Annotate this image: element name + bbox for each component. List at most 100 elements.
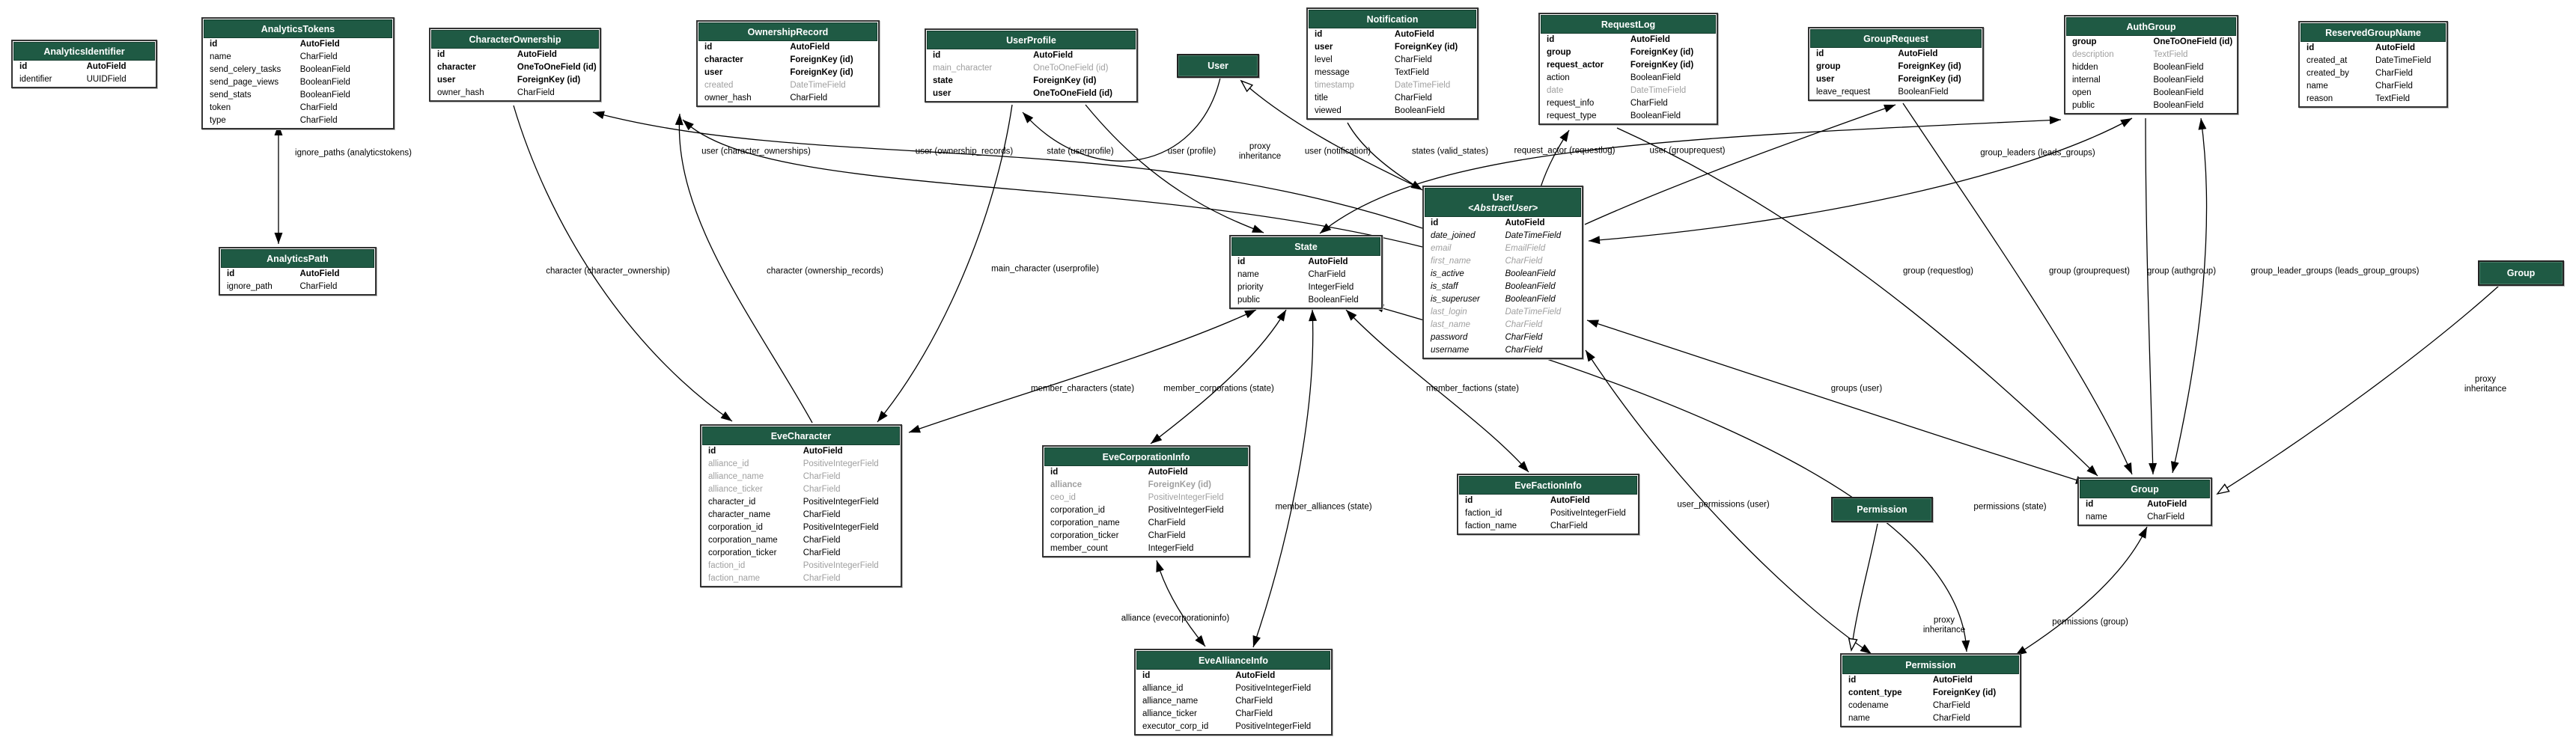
filled-arrowhead: [1961, 640, 1970, 652]
entity-title-text: Notification: [1366, 14, 1419, 25]
field-name: id: [1315, 30, 1323, 39]
field-type: AutoField: [86, 62, 127, 71]
field-type: CharField: [1235, 709, 1273, 718]
proxy-node-title: User: [1208, 61, 1228, 71]
field-type: BooleanField: [1630, 73, 1681, 82]
field-name: id: [1050, 468, 1059, 477]
field-type: AutoField: [1033, 51, 1074, 60]
edge-label-request-actor-requestlog: request_actor (requestlog): [1514, 146, 1616, 156]
field-type: DateTimeField: [790, 81, 846, 90]
field-name: reason: [2306, 94, 2333, 103]
filled-arrowhead: [1252, 224, 1264, 233]
field-name: name: [1848, 714, 1870, 723]
entity-title: Permission: [1842, 655, 2019, 674]
field-name: is_staff: [1431, 282, 1458, 291]
field-name: date_joined: [1431, 231, 1476, 240]
entity-title: AnalyticsPath: [221, 249, 374, 268]
edge-group-requestlog: [1616, 127, 2098, 477]
field-name: email: [1431, 244, 1452, 253]
field-type: AutoField: [1898, 49, 1938, 58]
filled-arrowhead: [675, 114, 683, 126]
field-type: CharField: [803, 472, 841, 481]
field-name: faction_name: [1465, 522, 1517, 531]
field-name: viewed: [1315, 106, 1342, 115]
field-type: AutoField: [1505, 218, 1545, 227]
field-type: CharField: [1148, 519, 1186, 528]
entity-title-text: CharacterOwnership: [469, 34, 561, 45]
entity-subtitle-text: <AbstractUser>: [1467, 203, 1538, 213]
field-name: alliance_ticker: [708, 485, 763, 494]
field-type: PositiveIntegerField: [803, 498, 879, 507]
edge-label-group-authgroup: group (authgroup): [2146, 266, 2217, 276]
field-type: AutoField: [1932, 676, 1973, 685]
field-type: ForeignKey (id): [1898, 62, 1961, 71]
edge-user-notification: [1347, 122, 1423, 191]
field-name: type: [210, 116, 226, 125]
field-name: executor_corp_id: [1142, 722, 1209, 731]
field-type: CharField: [299, 116, 338, 125]
field-type: CharField: [1505, 320, 1543, 329]
field-type: CharField: [2147, 513, 2184, 522]
field-name: state: [933, 76, 953, 85]
field-name: leave_request: [1816, 88, 1871, 97]
field-name: group: [1816, 62, 1841, 71]
proxy-node-group: Group: [2478, 260, 2564, 286]
field-type: DateTimeField: [1630, 86, 1687, 95]
field-type: CharField: [1630, 99, 1668, 108]
field-type: IntegerField: [1308, 283, 1354, 292]
field-type: BooleanField: [1394, 106, 1446, 115]
edge-user-grouprequest: [1584, 104, 1896, 225]
filled-arrowhead: [877, 410, 888, 422]
edge-label-group-requestlog: group (requestlog): [1903, 266, 1973, 276]
entity-title: AuthGroup: [2066, 17, 2236, 36]
edge-label-proxy: proxy inheritance: [2464, 375, 2507, 394]
field-type: DateTimeField: [1394, 81, 1451, 90]
field-name: id: [19, 62, 28, 71]
field-type: CharField: [299, 103, 338, 112]
field-type: CharField: [803, 548, 841, 557]
field-type: OneToOneField (id): [1033, 89, 1112, 98]
edge-label-member-factions-state: member_factions (state): [1426, 384, 1519, 394]
field-type: ForeignKey (id): [1394, 43, 1458, 52]
filled-arrowhead: [1517, 461, 1529, 472]
edge-user-ownership_records: [682, 119, 1423, 248]
edge-label-alliance-evecorporationinfo: alliance (evecorporationinfo): [1121, 614, 1230, 623]
edge-states-valid_states: [1319, 119, 2062, 234]
proxy-node-user: User: [1177, 54, 1259, 78]
field-name: description: [2072, 50, 2114, 59]
field-name: request_actor: [1547, 61, 1604, 70]
field-type: AutoField: [790, 43, 830, 52]
field-type: EmailField: [1505, 244, 1546, 253]
field-type: CharField: [299, 282, 338, 291]
filled-arrowhead: [1156, 560, 1164, 572]
edge-label-user-permissions-user: user_permissions (user): [1677, 500, 1770, 510]
